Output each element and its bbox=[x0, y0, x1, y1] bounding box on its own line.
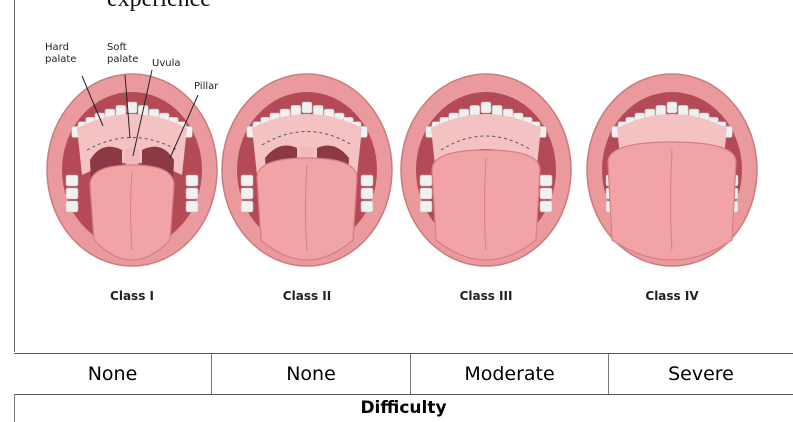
tooth bbox=[66, 201, 78, 212]
label-hard-palate: Hardpalate bbox=[45, 42, 76, 65]
mouth-class-1: Class I bbox=[47, 74, 217, 303]
footer-row: Difficulty bbox=[14, 394, 793, 422]
difficulty-cell-class-4: Severe bbox=[608, 354, 793, 394]
tooth bbox=[186, 175, 198, 186]
tooth bbox=[66, 188, 78, 199]
class-label-3: Class III bbox=[460, 289, 513, 303]
mouth-class-4: Class IV bbox=[587, 74, 757, 303]
tooth bbox=[481, 102, 491, 113]
tooth bbox=[420, 175, 432, 186]
class-label-2: Class II bbox=[283, 289, 331, 303]
tooth bbox=[241, 188, 253, 199]
class-label-1: Class I bbox=[110, 289, 154, 303]
tooth bbox=[361, 201, 373, 212]
mouth-class-2: Class II bbox=[222, 74, 392, 303]
tooth bbox=[302, 102, 312, 113]
difficulty-cell-class-3: Moderate bbox=[410, 354, 608, 394]
label-soft-palate: Softpalate bbox=[107, 42, 138, 65]
class-label-4: Class IV bbox=[645, 289, 699, 303]
tooth bbox=[667, 102, 677, 113]
tooth bbox=[361, 188, 373, 199]
tooth bbox=[186, 188, 198, 199]
label-uvula: Uvula bbox=[152, 58, 180, 69]
tooth bbox=[540, 188, 552, 199]
difficulty-cell-class-1: None bbox=[14, 354, 211, 394]
mallampati-diagram: Class I Class II Class III Class IV Hardpala… bbox=[0, 0, 793, 352]
tooth bbox=[66, 175, 78, 186]
tooth bbox=[540, 201, 552, 212]
difficulty-cell-class-2: None bbox=[211, 354, 410, 394]
tooth bbox=[127, 102, 137, 113]
tooth bbox=[186, 201, 198, 212]
mouth-class-3: Class III bbox=[401, 74, 571, 303]
tooth bbox=[241, 175, 253, 186]
tooth bbox=[420, 201, 432, 212]
label-pillar: Pillar bbox=[194, 81, 219, 92]
tooth bbox=[361, 175, 373, 186]
difficulty-table: None None Moderate Severe bbox=[14, 353, 793, 395]
tooth bbox=[540, 175, 552, 186]
tooth bbox=[241, 201, 253, 212]
difficulty-label: Difficulty bbox=[360, 398, 446, 418]
tooth bbox=[420, 188, 432, 199]
